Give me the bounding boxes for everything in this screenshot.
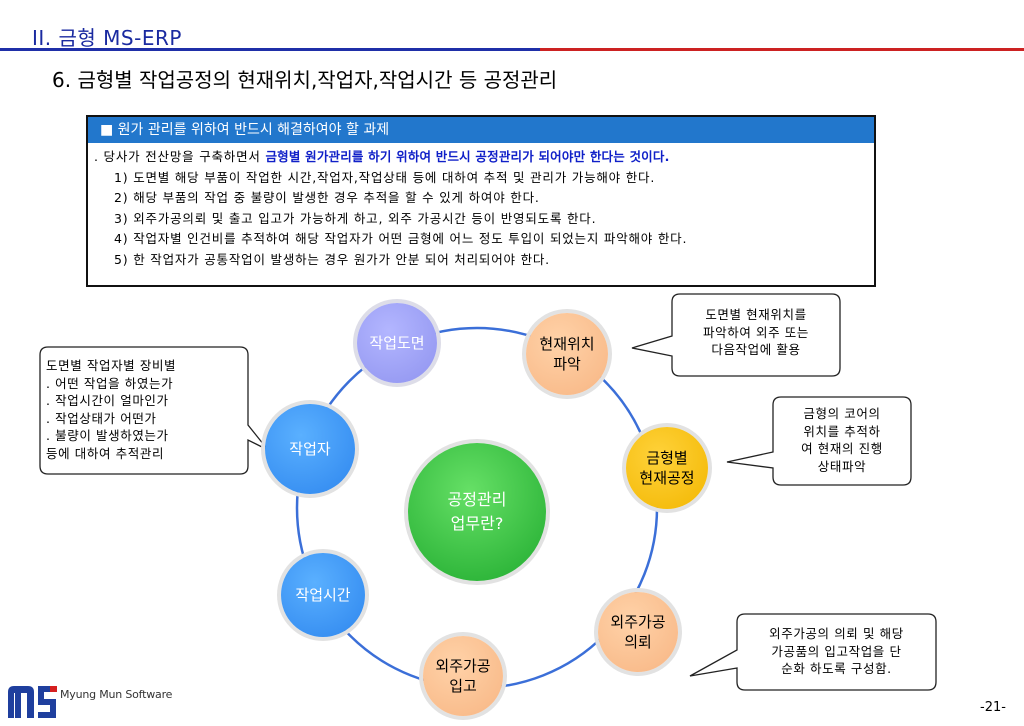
task-box-title: ■ 원가 관리를 위하여 반드시 해결하여야 할 과제 <box>88 117 874 143</box>
node-outsourcing-request-label1: 외주가공 <box>610 613 666 631</box>
callout-bubble-process <box>726 396 912 486</box>
task-item: 3) 외주가공의뢰 및 출고 입고가 가능하게 하고, 외주 가공시간 등이 반… <box>114 210 597 226</box>
company-logo-icon <box>8 686 57 718</box>
center-label-line1: 공정관리 <box>447 490 507 509</box>
task-item: 1) 도면별 해당 부품이 작업한 시간,작업자,작업상태 등에 대하여 추적 … <box>114 169 656 185</box>
task-item: 4) 작업자별 인건비를 추적하여 해당 작업자가 어떤 금형에 어느 정도 투… <box>114 231 688 246</box>
header-rule-blue <box>0 48 540 51</box>
node-outsourcing-receipt-label1: 외주가공 <box>435 657 491 675</box>
callout-process-line: 여 현재의 진행 <box>801 441 883 456</box>
callout-worker-text: 도면별 작업자별 장비별 . 어떤 작업을 하였는가 . 작업시간이 얼마인가 … <box>46 357 176 462</box>
header-rule-red <box>540 48 1024 51</box>
callout-position-line: 도면별 현재위치를 <box>705 307 807 322</box>
callout-worker-line: 도면별 작업자별 장비별 <box>46 358 177 373</box>
node-current-position-label2: 파악 <box>553 355 581 373</box>
page-heading: 6. 금형별 작업공정의 현재위치,작업자,작업시간 등 공정관리 <box>52 68 558 92</box>
callout-process-line: 금형의 코어의 <box>803 406 881 421</box>
node-work-drawing: 작업도면 <box>357 303 437 383</box>
center-label-line2: 업무란? <box>450 514 504 533</box>
node-work-time-label: 작업시간 <box>295 586 351 604</box>
node-worker: 작업자 <box>265 404 355 494</box>
callout-bubble-worker <box>39 346 269 475</box>
callout-bubble-outsourcing <box>689 613 937 691</box>
task-item: 5) 한 작업자가 공통작업이 발생하는 경우 원가가 안분 되어 처리되어야 … <box>114 251 550 267</box>
callout-worker-line: . 불량이 발생하였는가 <box>46 428 169 443</box>
callout-process-line: 상태파악 <box>817 458 867 474</box>
company-logo-text: Myung Mun Software <box>60 688 173 701</box>
section-title: II. 금형 MS-ERP <box>32 26 182 50</box>
task-box: ■ 원가 관리를 위하여 반드시 해결하여야 할 과제 . 당사가 전산망을 구… <box>86 115 876 287</box>
node-work-time: 작업시간 <box>281 553 365 637</box>
node-outsourcing-receipt-label2: 입고 <box>449 677 477 695</box>
callout-outsourcing-line: 순화 하도록 구성함. <box>781 661 892 676</box>
callout-outsourcing-line: 가공품의 입고작업을 단 <box>771 643 902 659</box>
page-number: -21- <box>980 700 1006 715</box>
node-work-drawing-label: 작업도면 <box>369 334 425 352</box>
task-intro-prefix: . 당사가 전산망을 구축하면서 <box>94 149 266 164</box>
node-mold-process-label2: 현재공정 <box>639 469 695 487</box>
callout-bubble-position <box>631 293 841 377</box>
callout-worker-line: . 작업시간이 얼마인가 <box>46 393 169 408</box>
task-intro: . 당사가 전산망을 구축하면서 금형별 원가관리를 하기 위하여 반드시 공정… <box>88 147 874 168</box>
callout-worker-line: . 작업상태가 어떤가 <box>46 410 157 426</box>
callout-position-line: 다음작업에 활용 <box>711 342 801 357</box>
callout-outsourcing-line: 외주가공의 의뢰 및 해당 <box>769 626 904 641</box>
callout-process-text: 금형의 코어의 위치를 추적하 여 현재의 진행 상태파악 <box>773 405 911 475</box>
node-worker-label: 작업자 <box>289 440 331 458</box>
callout-worker-line: 등에 대하여 추적관리 <box>46 445 165 461</box>
task-box-body: . 당사가 전산망을 구축하면서 금형별 원가관리를 하기 위하여 반드시 공정… <box>88 143 874 270</box>
node-current-position-label1: 현재위치 <box>539 335 595 353</box>
node-outsourcing-request-label2: 의뢰 <box>624 633 652 651</box>
callout-worker-line: . 어떤 작업을 하였는가 <box>46 375 174 391</box>
task-intro-highlight: 금형별 원가관리를 하기 위하여 반드시 공정관리가 되어야만 한다는 것이다. <box>265 149 670 164</box>
callout-position-line: 파악하여 외주 또는 <box>703 324 809 340</box>
node-mold-process-label1: 금형별 <box>646 449 688 467</box>
callout-process-line: 위치를 추적하 <box>803 423 881 439</box>
task-item: 2) 해당 부품의 작업 중 불량이 발생한 경우 추적을 할 수 있게 하여야… <box>114 190 540 205</box>
callout-position-text: 도면별 현재위치를 파악하여 외주 또는 다음작업에 활용 <box>672 306 840 359</box>
callout-outsourcing-text: 외주가공의 의뢰 및 해당 가공품의 입고작업을 단 순화 하도록 구성함. <box>737 625 936 678</box>
